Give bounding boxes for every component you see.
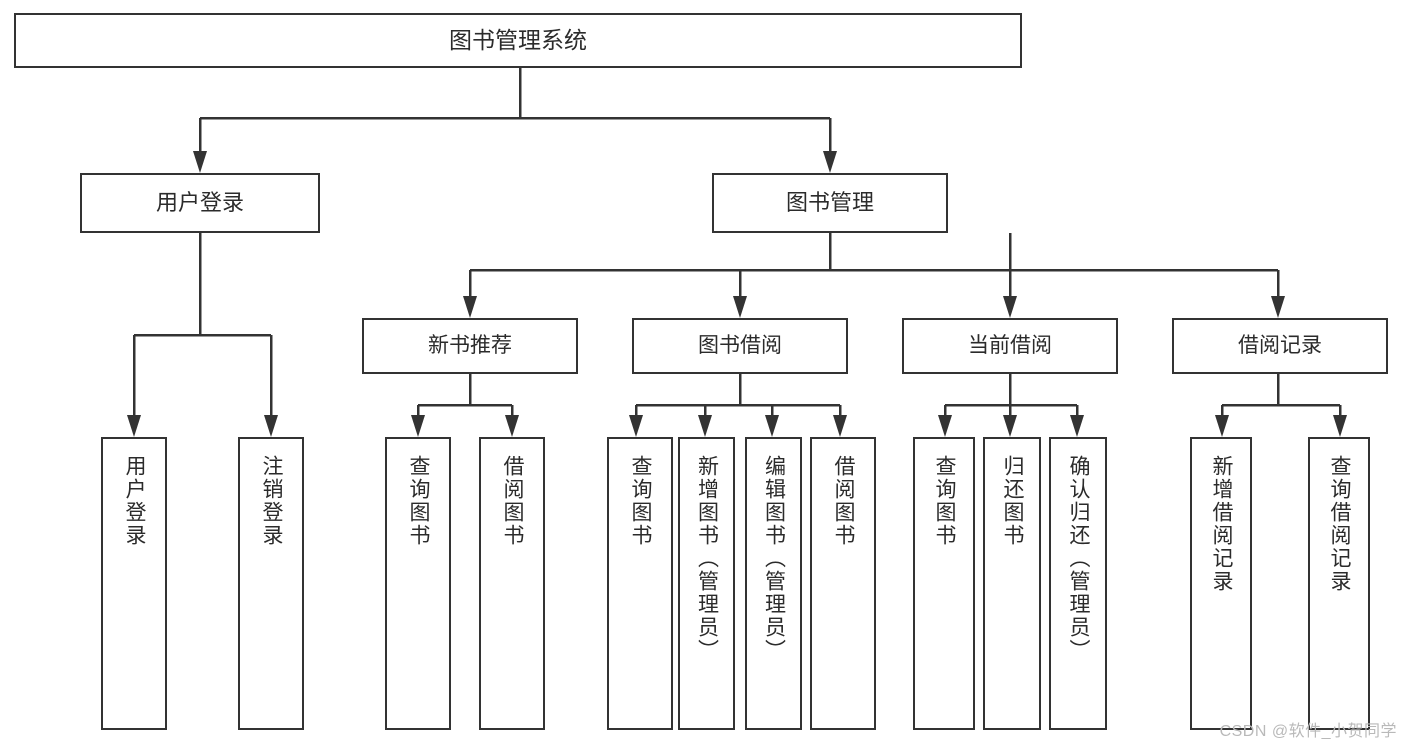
arrow-head-icon bbox=[264, 415, 278, 437]
arrow-head-icon bbox=[193, 151, 207, 173]
arrow-head-icon bbox=[411, 415, 425, 437]
arrow-head-icon bbox=[1003, 415, 1017, 437]
leaf-node-label: 确认归还（管理员） bbox=[1067, 455, 1091, 662]
leaf-node-10[interactable]: 确认归还（管理员） bbox=[1049, 437, 1107, 730]
leaf-node-label: 查询图书 bbox=[933, 455, 957, 547]
arrow-head-icon bbox=[833, 415, 847, 437]
level2-node-0[interactable]: 新书推荐 bbox=[362, 318, 578, 374]
leaf-node-7[interactable]: 借阅图书 bbox=[810, 437, 876, 730]
arrow-head-icon bbox=[463, 296, 477, 318]
leaf-node-label: 查询图书 bbox=[407, 455, 431, 547]
leaf-node-label: 查询图书 bbox=[629, 455, 653, 547]
arrow-head-icon bbox=[505, 415, 519, 437]
arrow-head-icon bbox=[1333, 415, 1347, 437]
level2-node-3[interactable]: 借阅记录 bbox=[1172, 318, 1388, 374]
leaf-node-label: 新增借阅记录 bbox=[1210, 455, 1234, 593]
leaf-node-5[interactable]: 新增图书（管理员） bbox=[678, 437, 735, 730]
leaf-node-8[interactable]: 查询图书 bbox=[913, 437, 975, 730]
arrow-head-icon bbox=[823, 151, 837, 173]
arrow-head-icon bbox=[1215, 415, 1229, 437]
leaf-node-label: 注销登录 bbox=[260, 455, 284, 547]
leaf-node-label: 新增图书（管理员） bbox=[695, 455, 719, 662]
level2-node-label: 当前借阅 bbox=[968, 334, 1052, 358]
root-node-label: 图书管理系统 bbox=[449, 27, 587, 54]
arrow-head-icon bbox=[1070, 415, 1084, 437]
leaf-node-3[interactable]: 借阅图书 bbox=[479, 437, 545, 730]
level1-node-label: 图书管理 bbox=[785, 189, 874, 215]
leaf-node-label: 借阅图书 bbox=[501, 455, 525, 547]
leaf-node-label: 用户登录 bbox=[123, 455, 147, 547]
leaf-node-label: 编辑图书（管理员） bbox=[762, 455, 786, 662]
level1-node-1[interactable]: 图书管理 bbox=[712, 173, 948, 233]
leaf-node-4[interactable]: 查询图书 bbox=[607, 437, 673, 730]
arrow-head-icon bbox=[698, 415, 712, 437]
arrow-head-icon bbox=[1003, 296, 1017, 318]
leaf-node-6[interactable]: 编辑图书（管理员） bbox=[745, 437, 802, 730]
root-node[interactable]: 图书管理系统 bbox=[14, 13, 1022, 68]
arrow-head-icon bbox=[1271, 296, 1285, 318]
csdn-watermark: CSDN @软件_小贺同学 bbox=[1219, 723, 1397, 740]
leaf-node-0[interactable]: 用户登录 bbox=[101, 437, 167, 730]
level2-node-label: 图书借阅 bbox=[698, 334, 782, 358]
arrow-head-icon bbox=[765, 415, 779, 437]
level2-node-label: 借阅记录 bbox=[1238, 334, 1322, 358]
level1-node-label: 用户登录 bbox=[155, 189, 244, 215]
leaf-node-11[interactable]: 新增借阅记录 bbox=[1190, 437, 1252, 730]
leaf-node-1[interactable]: 注销登录 bbox=[238, 437, 304, 730]
leaf-node-label: 借阅图书 bbox=[832, 455, 856, 547]
level2-node-1[interactable]: 图书借阅 bbox=[632, 318, 848, 374]
level2-node-label: 新书推荐 bbox=[428, 334, 512, 358]
level1-node-0[interactable]: 用户登录 bbox=[80, 173, 320, 233]
arrow-head-icon bbox=[127, 415, 141, 437]
leaf-node-label: 查询借阅记录 bbox=[1328, 455, 1352, 593]
leaf-node-label: 归还图书 bbox=[1001, 455, 1025, 547]
arrow-head-icon bbox=[629, 415, 643, 437]
arrow-head-icon bbox=[733, 296, 747, 318]
leaf-node-12[interactable]: 查询借阅记录 bbox=[1308, 437, 1370, 730]
level2-node-2[interactable]: 当前借阅 bbox=[902, 318, 1118, 374]
arrow-head-icon bbox=[938, 415, 952, 437]
leaf-node-2[interactable]: 查询图书 bbox=[385, 437, 451, 730]
leaf-node-9[interactable]: 归还图书 bbox=[983, 437, 1041, 730]
